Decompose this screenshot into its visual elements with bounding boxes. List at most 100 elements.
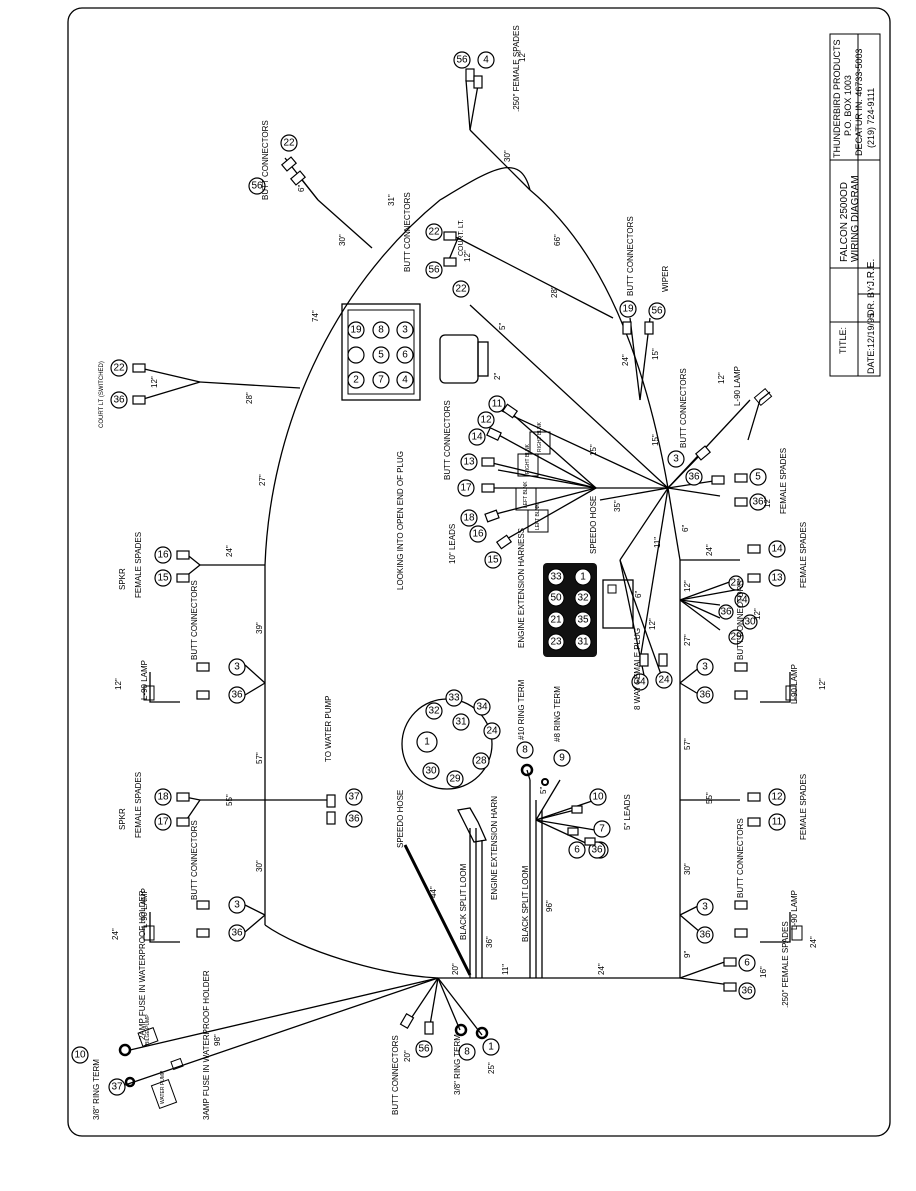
dim: 74" (311, 310, 320, 322)
dim: 12" (518, 50, 527, 62)
fuse-3amp-label: 3AMP FUSE IN WATERPROOF HOLDER (202, 970, 211, 1120)
pin: 6 (744, 958, 750, 969)
dim: 28" (245, 392, 254, 404)
dim: 12" (818, 678, 827, 690)
dim: 31" (387, 194, 396, 206)
drawn-label: DR. BY: (866, 284, 876, 316)
dim: 30" (338, 234, 347, 246)
speedo-hose-label: SPEEDO HOSE (589, 496, 598, 554)
harness-lines (124, 79, 751, 1086)
date: 12/19/95 (866, 313, 876, 348)
round-plug-pin: 33 (448, 693, 460, 704)
dim: 6" (297, 185, 306, 192)
pin: 12 (480, 415, 492, 426)
pin: 36 (591, 845, 603, 856)
ring-10-label: #10 RING TERM (517, 679, 526, 740)
pin: 56 (251, 181, 263, 192)
dim: 6" (681, 525, 690, 532)
pin: 3 (702, 662, 708, 673)
eight-way-plug-label: 8 WAY FEMALE PLUG (633, 628, 642, 710)
pin: 56 (428, 265, 440, 276)
speedo-hose-label-2: SPEEDO HOSE (396, 790, 405, 848)
pin: 34 (634, 677, 646, 688)
butt-conn-label: BUTT CONNECTORS (261, 120, 270, 200)
fuse-boxes (137, 1027, 184, 1109)
plug-body (439, 334, 489, 384)
water-pump-label: TO WATER PUMP (324, 695, 333, 762)
dim: 20" (451, 963, 460, 975)
five-leads-label: 5" LEADS (623, 794, 632, 830)
dim: 27" (258, 474, 267, 486)
ring-terminals (118, 763, 549, 1088)
lamp-glyphs (143, 387, 803, 943)
dim: 35" (613, 500, 622, 512)
pin-markers: 56 4 22 56 22 56 22 19 56 22 36 11 12 14… (71, 51, 786, 1096)
dim: 24" (705, 544, 714, 556)
pin: 7 (599, 824, 605, 835)
engine-ext-harness-label: ENGINE EXTENSION HARNESS (517, 528, 526, 648)
diagram-title-1: FALCON 2500OD (839, 182, 850, 262)
left-blink-label: LEFT BLNK (523, 481, 529, 508)
pin: 11 (492, 399, 503, 410)
female-spades-label: FEMALE SPADES (134, 772, 143, 838)
pin: 22 (455, 284, 467, 295)
pin: 36 (688, 472, 700, 483)
pin: 3 (673, 454, 679, 465)
dim: 15" (589, 444, 598, 456)
pin: 24 (658, 675, 670, 686)
dim: 24" (809, 936, 818, 948)
dim: 98" (213, 1034, 222, 1046)
dim: 9" (683, 951, 692, 958)
pin: 4 (483, 55, 489, 66)
pin: 8 (464, 1047, 470, 1058)
dim: 24" (597, 963, 606, 975)
drawn-by: J.R.E. (866, 259, 877, 286)
dim: 16" (759, 966, 768, 978)
pin: 9 (559, 753, 565, 764)
pin: 36 (752, 497, 764, 508)
water-pump-box-label: WATER PUMP (160, 1070, 166, 1104)
black-split-loom-label: BLACK SPLIT LOOM (459, 863, 468, 940)
dim: 55" (705, 792, 714, 804)
diagram-title-2: WIRING DIAGRAM (850, 175, 861, 262)
ring-38-label: 3/8" RING TERM (453, 1034, 462, 1095)
blink-boxes (515, 431, 551, 533)
butt-conn-label: BUTT CONNECTORS (679, 368, 688, 448)
round-plug-pin: 28 (475, 756, 487, 767)
pin: 36 (113, 395, 125, 406)
butt-conn-label: BUTT CONNECTORS (403, 192, 412, 272)
pin: 14 (471, 432, 483, 443)
butt-conn-label: BUTT CONNECTORS (391, 1035, 400, 1115)
pin: 37 (111, 1082, 123, 1093)
pin: 22 (283, 138, 295, 149)
dim: 11" (653, 537, 662, 548)
butt-conn-label: BUTT CONNECTORS (626, 216, 635, 296)
female-spades-label: FEMALE SPADES (799, 522, 808, 588)
plug-pin: 7 (378, 375, 384, 386)
female-spades-label: FEMALE SPADES (779, 448, 788, 514)
dimension-labels: 74" 30" 31" 30" 66" 28" 28" 27" 24" 39" … (111, 50, 827, 1074)
company-name: THUNDERBIRD PRODUCTS (832, 39, 842, 158)
pin: 18 (463, 513, 475, 524)
eight-way-plug (602, 579, 634, 629)
dim: 24" (621, 354, 630, 366)
dim: 24" (225, 545, 234, 557)
pin: 16 (157, 550, 169, 561)
dim: 24" (111, 928, 120, 940)
engine-plug-pin: 35 (577, 615, 589, 626)
engine-plug-pin: 32 (577, 593, 589, 604)
butt-conn-label: BUTT CONNECTORS (190, 580, 199, 660)
pin: 17 (157, 817, 169, 828)
pin: 36 (231, 928, 243, 939)
plug-pin: 6 (402, 350, 408, 361)
dim: 30" (503, 150, 512, 162)
pin: 17 (460, 483, 472, 494)
dim: 12" (763, 496, 772, 508)
dim: 5" (539, 787, 548, 794)
pin: 36 (699, 690, 711, 701)
butt-conn-label: BUTT CONNECTORS (736, 580, 745, 660)
dim: 27" (683, 634, 692, 646)
dim: 12" (753, 608, 762, 620)
engine-plug-pin: 1 (580, 572, 586, 583)
pin: 30 (744, 617, 756, 628)
